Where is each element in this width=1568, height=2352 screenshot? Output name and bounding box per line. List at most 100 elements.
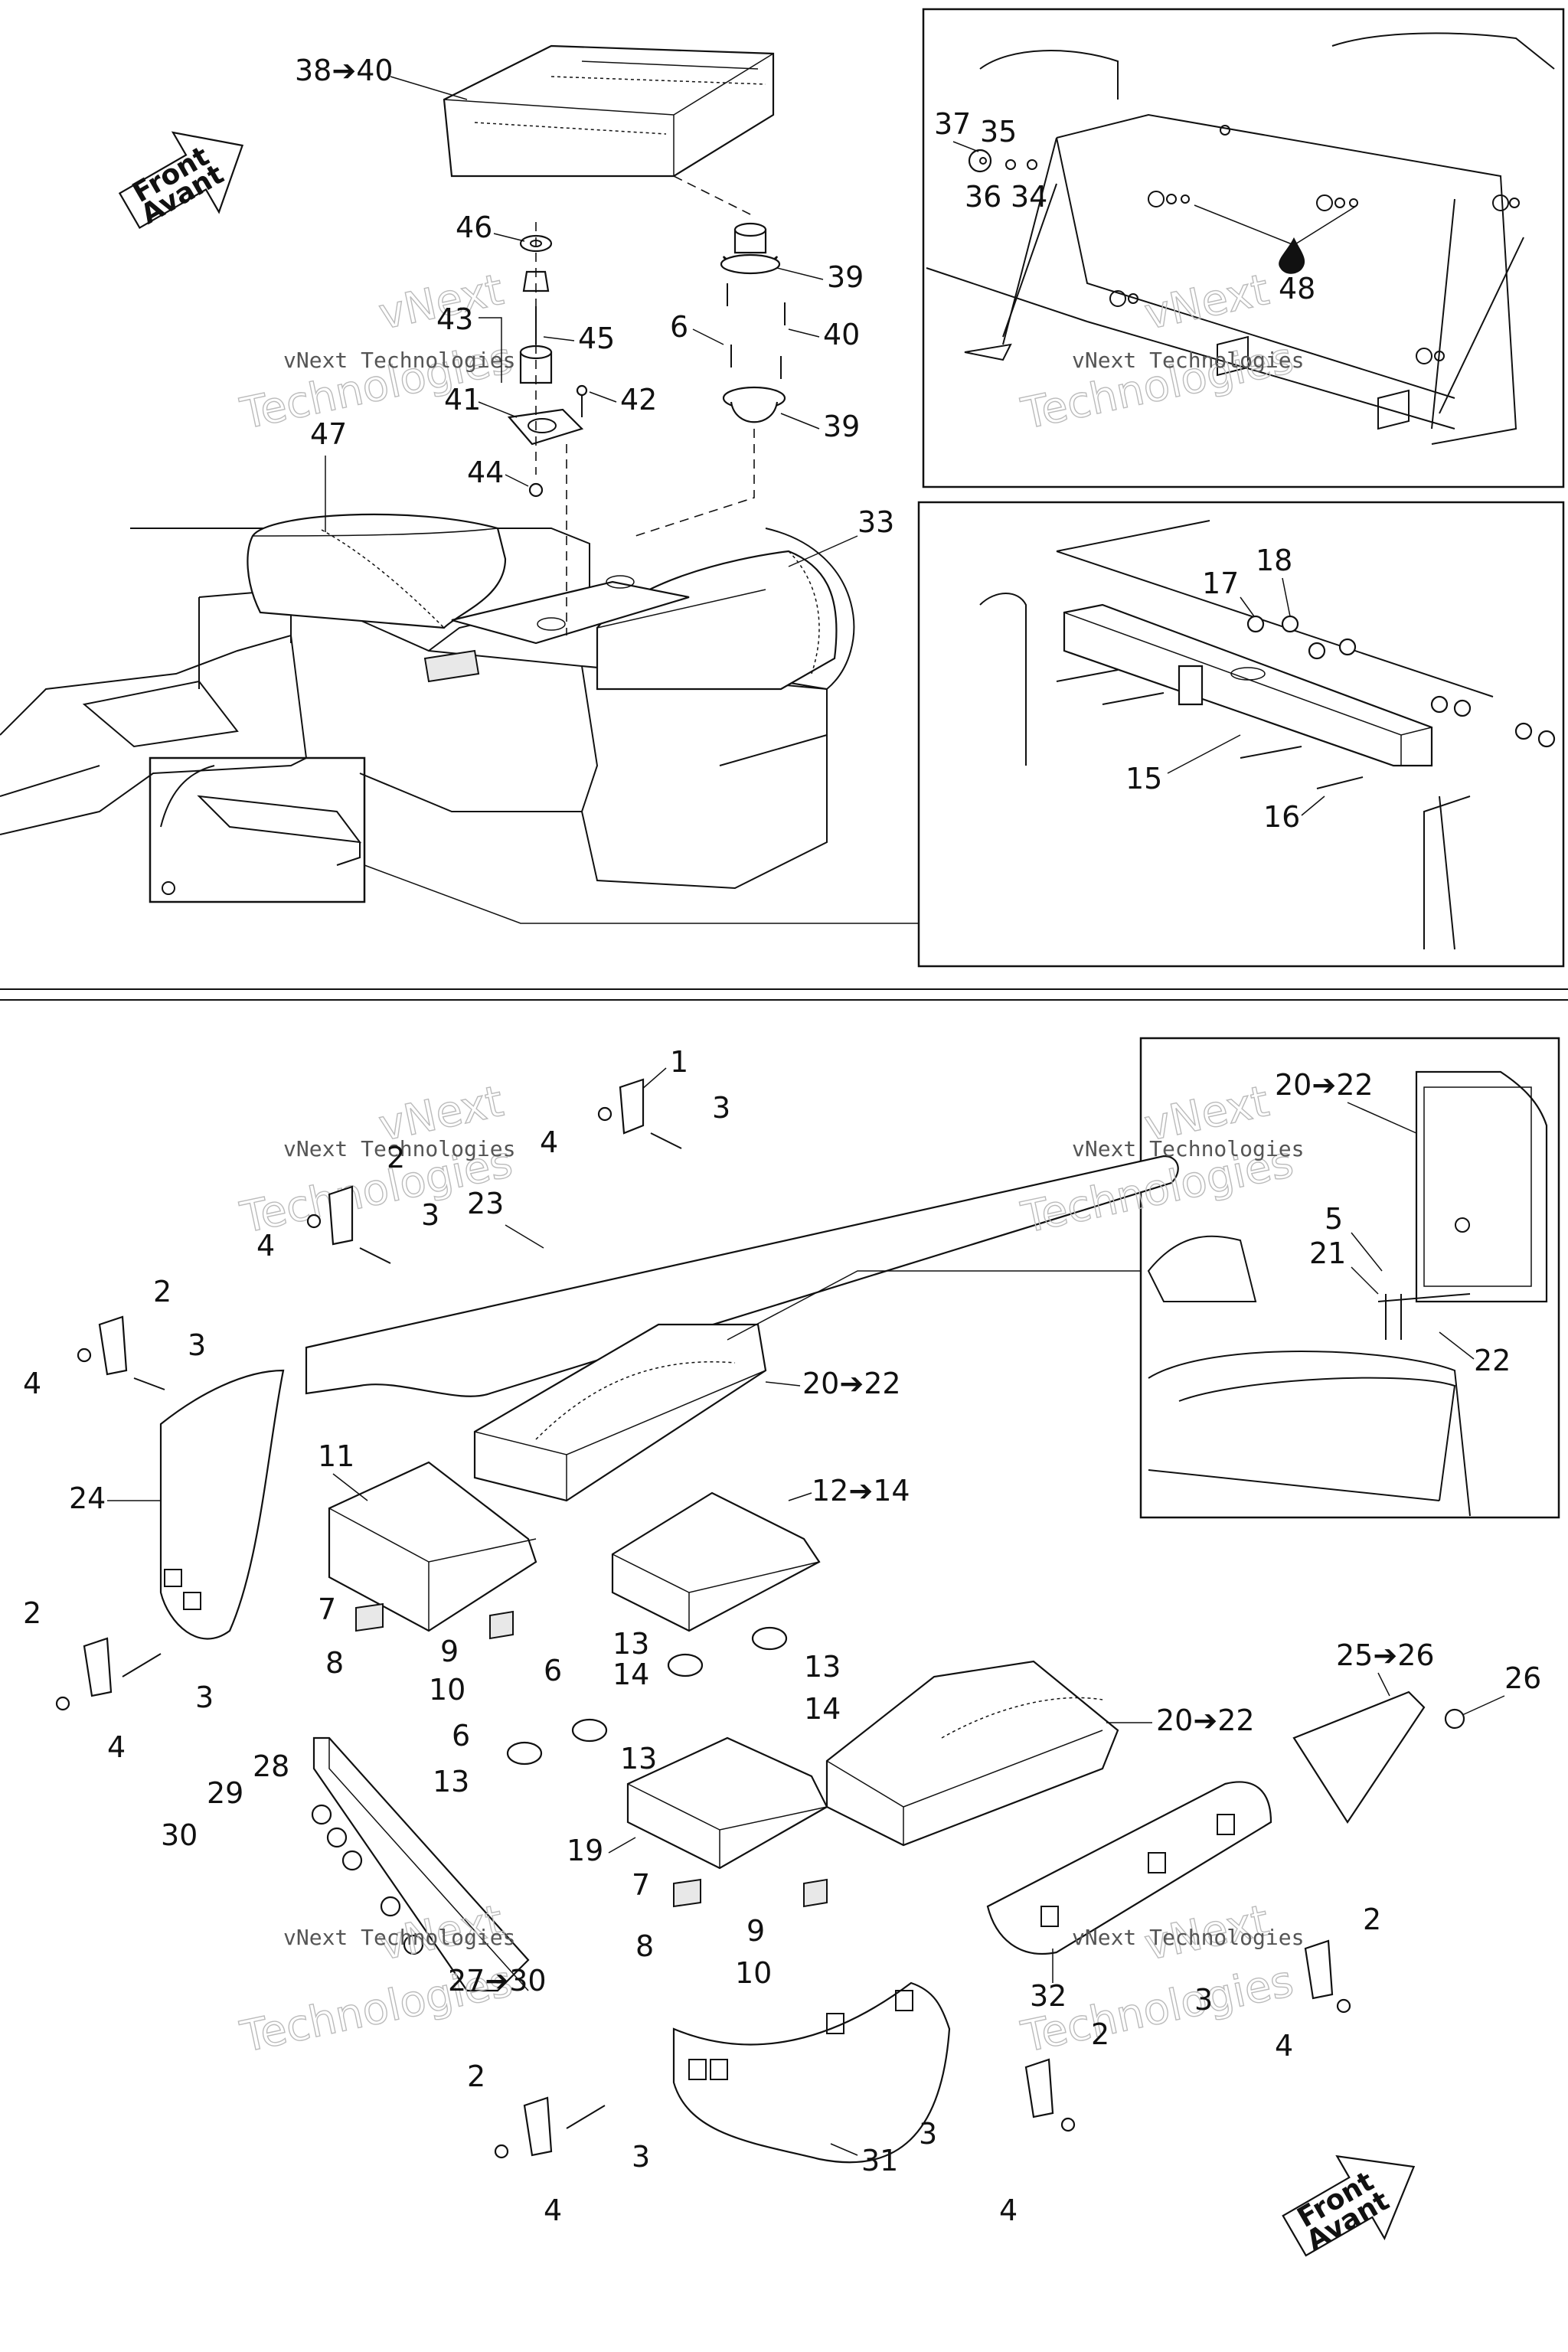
label-39-upper: 39 bbox=[827, 260, 864, 294]
svg-text:12➔14: 12➔14 bbox=[812, 1474, 910, 1508]
svg-text:3: 3 bbox=[919, 2117, 937, 2151]
svg-text:3: 3 bbox=[195, 1681, 214, 1714]
svg-text:2: 2 bbox=[1363, 1903, 1381, 1936]
label-16: 16 bbox=[1263, 800, 1300, 834]
svg-text:7: 7 bbox=[632, 1868, 650, 1902]
svg-text:vNext Technologies: vNext Technologies bbox=[1072, 348, 1304, 373]
top-callouts: 38➔40 46 43 45 41 42 44 47 39 6 40 39 33… bbox=[295, 54, 1325, 834]
svg-text:13: 13 bbox=[804, 1650, 841, 1684]
svg-text:vNext Technologies: vNext Technologies bbox=[1072, 1136, 1304, 1161]
seat-cushion-33 bbox=[596, 550, 838, 691]
front-arrow-icon-bottom: Front Avant bbox=[1282, 2154, 1416, 2257]
label-39-lower: 39 bbox=[823, 410, 860, 443]
svg-text:8: 8 bbox=[325, 1646, 344, 1680]
receptacles-13 bbox=[506, 1626, 788, 1766]
svg-text:5: 5 bbox=[1325, 1202, 1343, 1236]
section-separator bbox=[0, 988, 1568, 1001]
watermark-mid-right: vNext Technologies vNext Technologies bbox=[1017, 1076, 1305, 1243]
seat-bracket-detail-frame bbox=[917, 501, 1565, 968]
svg-text:3: 3 bbox=[421, 1198, 439, 1232]
svg-text:vNext Technologies: vNext Technologies bbox=[283, 1136, 515, 1161]
label-43: 43 bbox=[436, 302, 473, 336]
svg-text:21: 21 bbox=[1309, 1236, 1346, 1270]
svg-text:13: 13 bbox=[433, 1765, 469, 1798]
seat-11 bbox=[328, 1461, 537, 1640]
svg-text:11: 11 bbox=[318, 1439, 354, 1473]
seat-bracket-sketch bbox=[979, 520, 1556, 950]
svg-text:31: 31 bbox=[861, 2144, 898, 2177]
svg-text:13: 13 bbox=[620, 1742, 657, 1775]
label-18: 18 bbox=[1256, 544, 1292, 577]
label-40: 40 bbox=[823, 318, 860, 351]
seat-12-14 bbox=[611, 1491, 821, 1632]
svg-text:6: 6 bbox=[544, 1654, 562, 1687]
receptacle-39-upper bbox=[720, 222, 781, 275]
label-48: 48 bbox=[1279, 272, 1315, 305]
svg-text:2: 2 bbox=[23, 1596, 41, 1630]
label-37: 37 bbox=[934, 107, 971, 141]
svg-text:2: 2 bbox=[467, 2060, 485, 2093]
svg-text:3: 3 bbox=[632, 2140, 650, 2174]
label-41: 41 bbox=[444, 383, 481, 416]
seat-cushion-47 bbox=[247, 513, 507, 629]
backrest-bin-sketch bbox=[1147, 1070, 1548, 1517]
label-35: 35 bbox=[980, 115, 1017, 149]
side-panel-32 bbox=[986, 1781, 1272, 1955]
watermark-top-right: vNext Technologies vNext Technologies bbox=[1017, 264, 1305, 439]
svg-text:2: 2 bbox=[387, 1141, 405, 1174]
storage-bin-detail-frame bbox=[922, 8, 1565, 488]
svg-text:4: 4 bbox=[544, 2194, 562, 2227]
inset-bracket-sketch bbox=[160, 765, 362, 895]
svg-text:10: 10 bbox=[735, 1956, 772, 1990]
svg-text:20➔22: 20➔22 bbox=[1275, 1068, 1374, 1102]
svg-text:vNext Technologies: vNext Technologies bbox=[1072, 1925, 1304, 1950]
svg-text:4: 4 bbox=[999, 2194, 1018, 2227]
inset-locator-frame bbox=[149, 756, 366, 903]
svg-text:3: 3 bbox=[1194, 1983, 1213, 2017]
svg-text:23: 23 bbox=[467, 1187, 504, 1220]
label-6: 6 bbox=[670, 310, 688, 344]
side-cushion-31 bbox=[672, 1981, 951, 2164]
svg-text:vNext Technologies: vNext Technologies bbox=[283, 348, 515, 373]
label-17: 17 bbox=[1202, 567, 1239, 600]
label-36: 36 bbox=[965, 180, 1001, 214]
svg-text:28: 28 bbox=[253, 1749, 289, 1783]
svg-text:4: 4 bbox=[107, 1730, 126, 1764]
svg-text:7: 7 bbox=[318, 1592, 336, 1626]
seat-platform bbox=[451, 580, 690, 645]
svg-text:vNext Technologies: vNext Technologies bbox=[283, 1925, 515, 1950]
svg-text:26: 26 bbox=[1504, 1661, 1541, 1695]
svg-text:22: 22 bbox=[1474, 1344, 1511, 1377]
svg-text:8: 8 bbox=[635, 1929, 654, 1963]
label-34: 34 bbox=[1011, 180, 1047, 214]
label-47: 47 bbox=[310, 417, 347, 451]
label-44: 44 bbox=[467, 456, 504, 489]
receptacle-39-lower bbox=[722, 386, 786, 423]
corner-bracket-25-26 bbox=[1292, 1690, 1465, 1824]
side-cushion-24 bbox=[159, 1369, 285, 1640]
label-15: 15 bbox=[1125, 762, 1162, 795]
svg-text:32: 32 bbox=[1030, 1979, 1067, 2013]
svg-text:20➔22: 20➔22 bbox=[802, 1367, 901, 1400]
svg-text:vNext: vNext bbox=[1140, 265, 1273, 340]
svg-text:4: 4 bbox=[23, 1367, 41, 1400]
svg-text:24: 24 bbox=[69, 1481, 106, 1515]
svg-text:3: 3 bbox=[188, 1328, 206, 1362]
svg-text:4: 4 bbox=[1275, 2029, 1293, 2063]
svg-text:29: 29 bbox=[207, 1776, 243, 1810]
armrest-bar-27-30 bbox=[311, 1736, 530, 1992]
svg-text:14: 14 bbox=[804, 1692, 841, 1726]
side-pad-23 bbox=[305, 1155, 1179, 1397]
svg-text:4: 4 bbox=[256, 1229, 275, 1263]
svg-text:6: 6 bbox=[452, 1719, 470, 1753]
label-38-40: 38➔40 bbox=[295, 54, 394, 87]
svg-text:4: 4 bbox=[540, 1125, 558, 1159]
svg-text:19: 19 bbox=[567, 1834, 603, 1867]
svg-text:27➔30: 27➔30 bbox=[448, 1964, 547, 1998]
storage-bin-sketch bbox=[926, 32, 1555, 445]
seat-19 bbox=[626, 1736, 828, 1908]
cushion-20-22-middle bbox=[825, 1660, 1119, 1847]
svg-text:9: 9 bbox=[746, 1914, 765, 1948]
backrest-cushion-38-40 bbox=[443, 44, 775, 178]
svg-text:3: 3 bbox=[712, 1091, 730, 1125]
